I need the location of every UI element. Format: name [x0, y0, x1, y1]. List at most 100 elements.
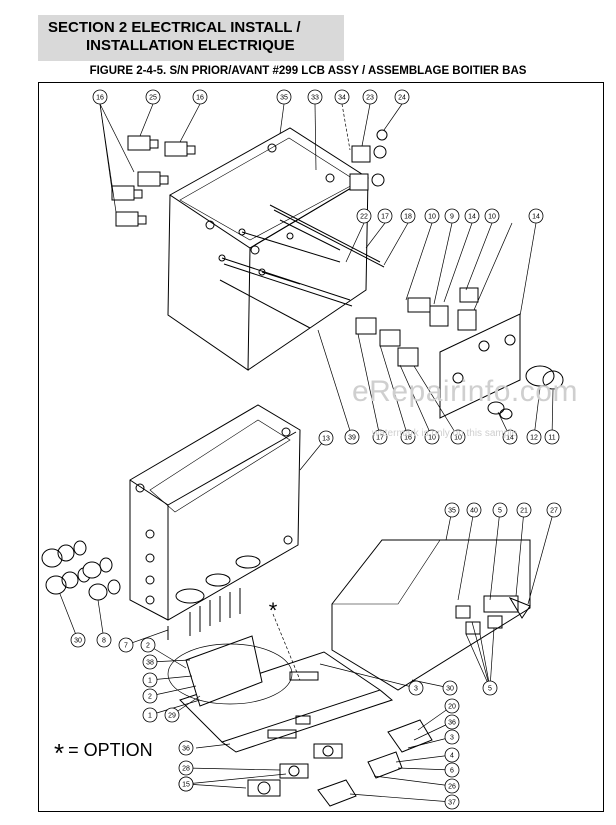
callout-label: 1 [148, 713, 152, 720]
callout-label: 12 [530, 435, 538, 442]
callout-label: 29 [168, 713, 176, 720]
callout-label: 3 [450, 735, 454, 742]
callout-circle [464, 208, 480, 224]
callout-circle [400, 429, 416, 445]
callout-circle [96, 632, 112, 648]
callout-label: 16 [196, 95, 204, 102]
callout-circle [482, 680, 498, 696]
callout-circle [444, 794, 460, 810]
watermark-subtext: watermark is only on this sample [372, 428, 518, 439]
callout-label: 40 [470, 508, 478, 515]
callout-label: 39 [348, 435, 356, 442]
drawing-frame [38, 82, 604, 812]
callout-label: 2 [148, 694, 152, 701]
callout-circle [92, 89, 108, 105]
callout-circle [372, 429, 388, 445]
cable-glands [41, 540, 121, 601]
callout-label: 14 [506, 435, 514, 442]
callout-circle [178, 740, 194, 756]
callout-circle [444, 778, 460, 794]
callout-circle [444, 502, 460, 518]
shafts [219, 204, 385, 329]
callout-label: 18 [404, 214, 412, 221]
callout-circle [444, 747, 460, 763]
callout-circle [362, 89, 378, 105]
callout-circle [140, 637, 156, 653]
callout-label: 16 [404, 435, 412, 442]
callout-label: 17 [376, 435, 384, 442]
section-title-line2: INSTALLATION ELECTRIQUE [86, 37, 295, 54]
callout-label: 35 [280, 95, 288, 102]
callout-circle [356, 208, 372, 224]
callout-circle [307, 89, 323, 105]
callout-circle [178, 776, 194, 792]
callout-circle [444, 762, 460, 778]
callout-circle [142, 688, 158, 704]
callout-circle [484, 208, 500, 224]
callout-circle [118, 637, 134, 653]
callout-label: 14 [532, 214, 540, 221]
callout-circle [192, 89, 208, 105]
callout-circle [444, 714, 460, 730]
callout-circle [450, 429, 466, 445]
callout-circle [70, 632, 86, 648]
callout-label: 17 [381, 214, 389, 221]
right-panel [331, 539, 531, 691]
callout-label: 34 [338, 95, 346, 102]
callout-label: 5 [488, 686, 492, 693]
fans [247, 719, 433, 807]
callout-circle [178, 760, 194, 776]
callout-circle [145, 89, 161, 105]
callout-label: 10 [428, 435, 436, 442]
front-plate [439, 313, 521, 419]
callout-circle [424, 429, 440, 445]
switch-blocks [349, 129, 479, 367]
callout-label: 16 [96, 95, 104, 102]
callout-circle [466, 502, 482, 518]
emergency-stop [487, 365, 564, 420]
callout-circle [502, 429, 518, 445]
figure-title: FIGURE 2-4-5. S/N PRIOR/AVANT #299 LCB A… [89, 65, 527, 77]
callout-circle [394, 89, 410, 105]
callout-label: 8 [102, 638, 106, 645]
callout-circle [142, 707, 158, 723]
callout-circle [516, 502, 532, 518]
callout-label: 38 [146, 660, 154, 667]
callout-circle [444, 698, 460, 714]
callout-label: 14 [468, 214, 476, 221]
callout-circle [142, 672, 158, 688]
section-header: SECTION 2 ELECTRICAL INSTALL / INSTALLAT… [38, 15, 344, 61]
callout-label: 10 [454, 435, 462, 442]
callout-label: 10 [428, 214, 436, 221]
callout-circle [526, 429, 542, 445]
callout-label: 25 [149, 95, 157, 102]
watermark-text: eRepairinfo.com [352, 375, 578, 408]
callout-circle [276, 89, 292, 105]
callout-label: 13 [322, 436, 330, 443]
callout-circle [444, 208, 460, 224]
callout-label: 10 [488, 214, 496, 221]
callout-label: 21 [520, 508, 528, 515]
callout-label: 22 [360, 214, 368, 221]
toggle-switches [111, 135, 196, 227]
callout-circle [334, 89, 350, 105]
callout-label: 35 [448, 508, 456, 515]
callout-label: 36 [182, 746, 190, 753]
callout-label: 15 [182, 782, 190, 789]
callout-circle [377, 208, 393, 224]
callout-label: 24 [398, 95, 406, 102]
callout-circle [400, 208, 416, 224]
callout-label: 30 [446, 686, 454, 693]
callout-label: 28 [182, 766, 190, 773]
callout-label: 30 [74, 638, 82, 645]
callout-label: 6 [450, 768, 454, 775]
callout-label: 33 [311, 95, 319, 102]
callout-label: 3 [414, 686, 418, 693]
callout-label: 27 [550, 508, 558, 515]
callout-circle [444, 729, 460, 745]
callout-label: 20 [448, 704, 456, 711]
callout-label: 26 [448, 784, 456, 791]
mounting-screws [167, 588, 241, 640]
callout-circle [142, 654, 158, 670]
